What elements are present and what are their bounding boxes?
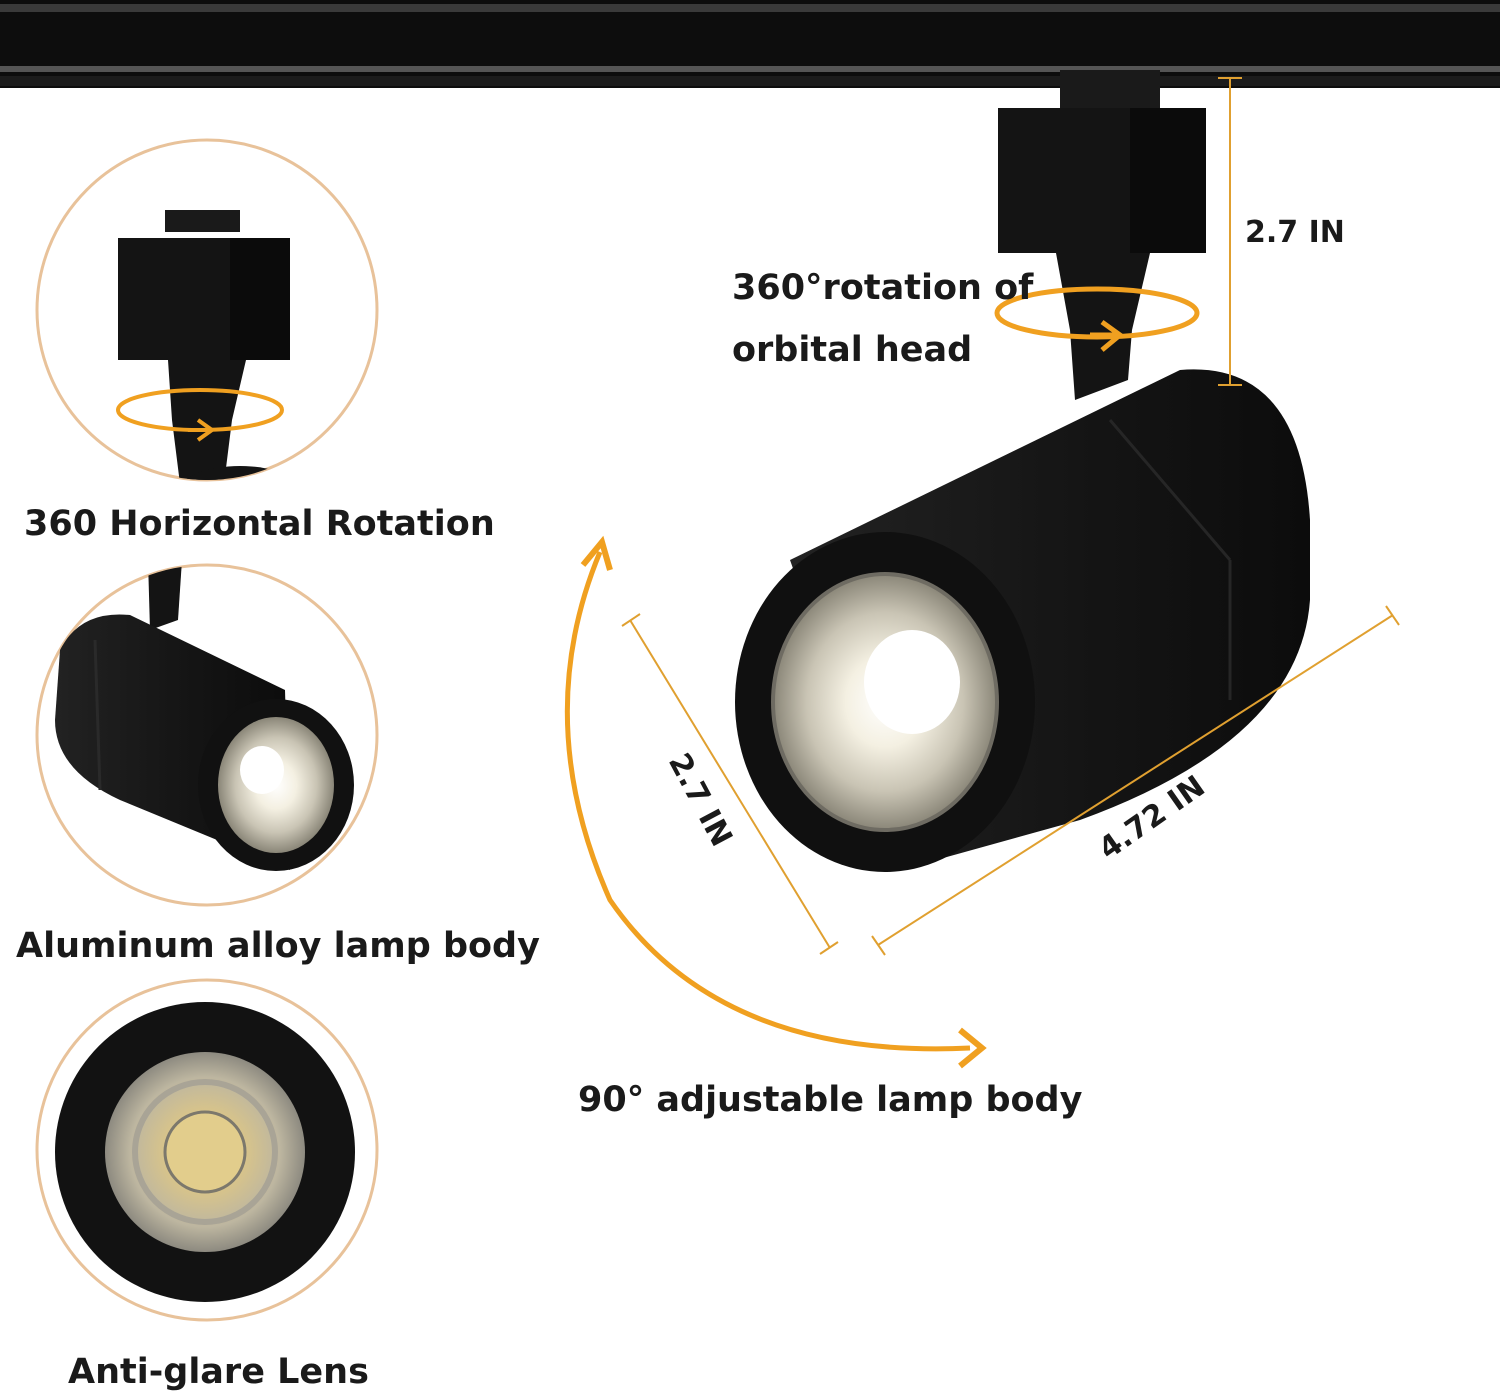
height-dimension-label: 2.7 IN [1245,215,1345,250]
rotation-detail-circle [35,138,379,482]
adjustable-label: 90° adjustable lamp body [578,1080,1083,1120]
track-rail [0,0,1500,88]
diameter-dimension-line [621,613,839,955]
anti-glare-label: Anti-glare Lens [68,1352,369,1392]
orbital-rotation-label-line2: orbital head [732,330,973,370]
lamp-body-label: Aluminum alloy lamp body [16,926,540,966]
horizontal-rotation-label: 360 Horizontal Rotation [24,504,495,544]
lamp-body-detail-circle [35,563,379,907]
lens-detail-circle [35,978,379,1322]
rotation-ring-icon [994,286,1200,352]
tilt-arc-arrow-icon [564,535,987,1069]
track-light-main [735,70,1310,872]
length-dimension-line [871,605,1400,956]
height-dimension-line [1218,77,1242,386]
orbital-rotation-label-line1: 360°rotation of [732,268,1034,308]
